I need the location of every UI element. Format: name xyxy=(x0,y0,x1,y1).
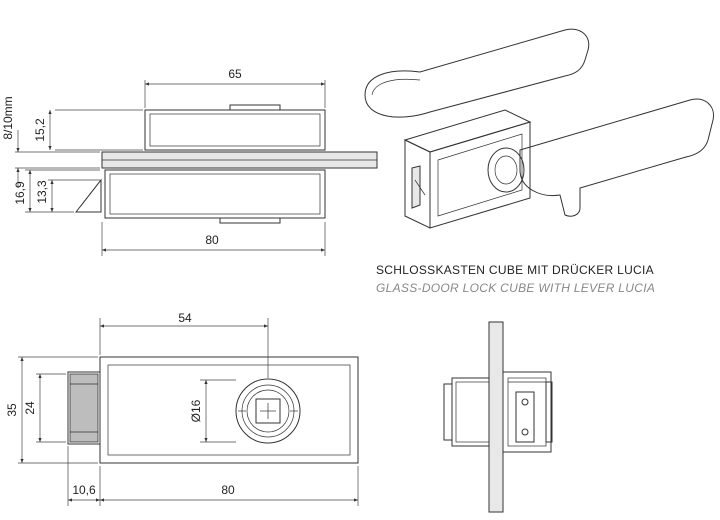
rosette xyxy=(487,147,525,193)
dim-80-side: 80 xyxy=(205,233,219,247)
latch-section xyxy=(515,391,535,443)
lower-lock-box xyxy=(104,169,326,219)
upper-lever xyxy=(364,28,590,118)
dim-13-3: 13,3 xyxy=(35,180,49,204)
end-view xyxy=(443,321,553,513)
dim-35: 35 xyxy=(5,403,19,417)
title-german: SCHLOSSKASTEN CUBE MIT DRÜCKER LUCIA xyxy=(376,263,654,277)
dim-glass-thickness: 8/10mm xyxy=(1,96,15,139)
dim-54: 54 xyxy=(178,311,192,325)
dim-diameter-16: Ø16 xyxy=(189,399,203,422)
square-spindle xyxy=(255,398,281,424)
dim-15-2: 15,2 xyxy=(33,118,47,142)
front-plate xyxy=(99,356,359,464)
lock-top-face xyxy=(403,109,532,153)
dim-80-front: 80 xyxy=(221,483,235,497)
upper-lock-box xyxy=(144,109,326,151)
front-view: 54 Ø16 35 24 10,6 80 xyxy=(5,311,359,506)
dim-65: 65 xyxy=(228,67,242,81)
handle-rosette xyxy=(235,378,301,444)
lock-front-face xyxy=(429,121,531,229)
upper-cap xyxy=(229,104,281,111)
title-english: GLASS-DOOR LOCK CUBE WITH LEVER LUCIA xyxy=(376,281,655,295)
side-view: 65 80 15,2 8/10mm 16,9 13,3 xyxy=(1,67,378,256)
isometric-view xyxy=(364,28,714,229)
lower-lever xyxy=(519,98,714,217)
dim-10-6: 10,6 xyxy=(72,483,96,497)
dim-16-9: 16,9 xyxy=(13,181,27,205)
dim-24: 24 xyxy=(23,401,37,415)
glass-section xyxy=(488,321,504,513)
left-box-section xyxy=(451,377,490,447)
lower-cap xyxy=(219,217,281,224)
right-box-section xyxy=(502,371,552,453)
